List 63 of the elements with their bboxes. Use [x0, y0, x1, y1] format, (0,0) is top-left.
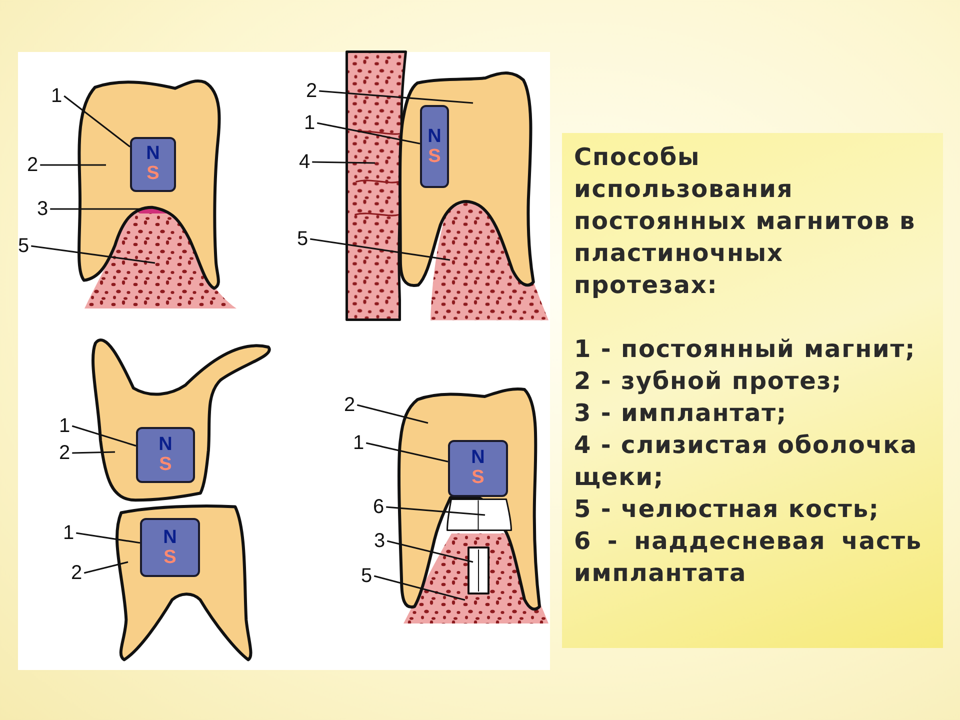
- leader-line: [72, 425, 136, 447]
- callout-number: 2: [27, 155, 38, 175]
- leader-line: [40, 164, 106, 166]
- callout-number: 1: [59, 416, 70, 436]
- callout-number: 5: [361, 566, 372, 586]
- leader-line: [72, 451, 116, 454]
- callout-number: 2: [59, 443, 70, 463]
- leader-line: [84, 561, 128, 574]
- magnet-block: [136, 426, 195, 483]
- pole-letter: N: [146, 144, 160, 164]
- text-panel: [562, 133, 943, 648]
- magnet-block: [130, 136, 176, 192]
- list-item: 6 - наддесневая часть имплантата: [574, 526, 922, 589]
- pole-letter: S: [164, 548, 176, 568]
- leader-line: [316, 122, 420, 144]
- pole-letter: S: [428, 146, 441, 166]
- tissue-area: [402, 532, 548, 624]
- list-item: 1 - постоянный магнит;: [574, 334, 917, 365]
- leader-line: [76, 532, 140, 544]
- callout-number: 1: [304, 113, 316, 133]
- tissue-area: [430, 202, 548, 320]
- leader-line: [50, 208, 140, 210]
- pole-letter: S: [159, 454, 172, 475]
- leader-line: [374, 575, 466, 601]
- leader-line: [366, 442, 448, 462]
- leader-line: [386, 506, 486, 516]
- callout-number: 5: [297, 229, 308, 249]
- tooth-drawing: [114, 504, 253, 662]
- leader-line: [312, 161, 376, 164]
- leader-line: [310, 238, 450, 261]
- abutment-drawing: [446, 498, 512, 532]
- leader-line: [319, 90, 474, 104]
- callout-number: 1: [63, 523, 74, 543]
- leader-line: [356, 404, 428, 424]
- heading: Способы использования постоянных магнитов в пластиночных протезах:: [574, 142, 917, 301]
- pole-letter: N: [428, 126, 442, 146]
- list-item: 2 - зубной протез;: [574, 366, 844, 397]
- callout-number: 1: [51, 86, 62, 106]
- callout-number: 2: [344, 395, 356, 415]
- magnet-block: [140, 518, 200, 577]
- tooth-drawing: [90, 338, 271, 502]
- magnet-block: [420, 105, 449, 188]
- leader-line: [31, 245, 156, 264]
- implant-drawing: [466, 546, 490, 594]
- pole-letter: N: [163, 528, 177, 548]
- pole-letter: S: [472, 468, 484, 488]
- list-item: 3 - имплантат;: [574, 398, 788, 429]
- callout-number: 5: [18, 236, 30, 256]
- leader-line: [64, 95, 130, 148]
- pole-letter: N: [158, 434, 172, 455]
- pole-letter: N: [471, 448, 485, 468]
- callout-number: 2: [71, 563, 82, 583]
- callout-number: 1: [353, 433, 364, 453]
- callout-number: 3: [37, 199, 48, 219]
- magnet-block: [448, 440, 508, 497]
- list-item: 5 - челюстная кость;: [574, 494, 880, 525]
- tissue-area: [84, 206, 236, 308]
- callout-number: 3: [374, 531, 386, 551]
- pole-letter: S: [146, 164, 160, 184]
- list-item: 4 - слизистая оболочка щеки;: [574, 430, 918, 493]
- callout-number: 4: [299, 152, 310, 172]
- callout-number: 6: [373, 497, 384, 517]
- callout-number: 2: [306, 81, 318, 101]
